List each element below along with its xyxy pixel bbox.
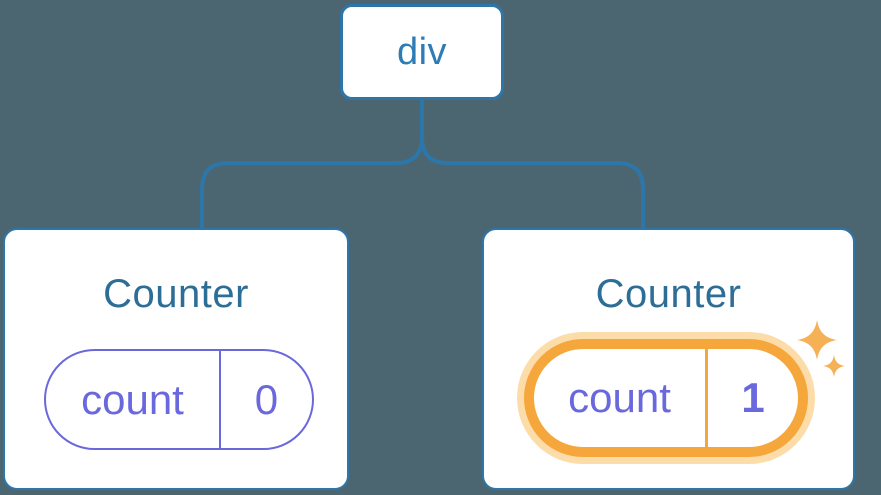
state-pill: count 0 — [44, 349, 314, 450]
counter-card-right: Counter count 1 — [482, 228, 855, 490]
pill-divider — [705, 349, 708, 447]
connector-left-branch — [200, 100, 424, 228]
state-value: 1 — [741, 374, 765, 421]
card-title: Counter — [595, 272, 742, 316]
state-key-label: count — [568, 374, 671, 421]
state-value-cell: 1 — [708, 349, 798, 447]
root-node-div: div — [340, 4, 504, 100]
counter-card-left: Counter count 0 — [3, 228, 349, 490]
state-key-label: count — [81, 375, 184, 423]
state-value: 0 — [254, 375, 279, 423]
state-pill-highlighted: count 1 — [524, 339, 808, 457]
pill-divider — [218, 351, 221, 448]
state-key-cell: count — [534, 349, 705, 447]
card-title: Counter — [103, 272, 249, 316]
connector-right-branch — [420, 100, 645, 228]
state-value-cell: 0 — [221, 351, 312, 448]
state-key-cell: count — [46, 351, 219, 448]
root-node-label: div — [396, 30, 448, 73]
